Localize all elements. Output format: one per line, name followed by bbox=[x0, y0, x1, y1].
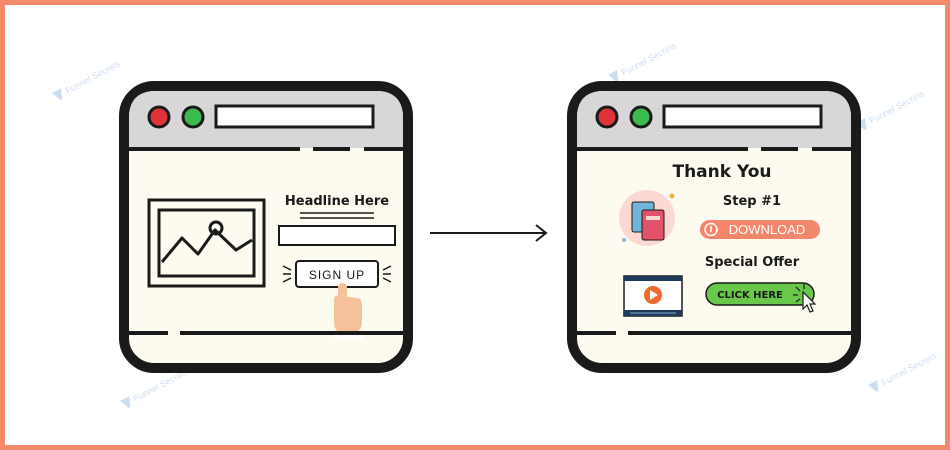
watermark-text: Funnel Secrets bbox=[868, 88, 927, 125]
watermark-logo-icon bbox=[608, 70, 619, 82]
download-button-label: DOWNLOAD bbox=[729, 222, 806, 237]
watermark-logo-icon bbox=[856, 118, 867, 130]
watermark-bottom-right: Funnel Secrets bbox=[868, 350, 939, 392]
watermark-top-middle: Funnel Secrets bbox=[608, 40, 679, 82]
click-spark-icon bbox=[282, 265, 392, 283]
ebook-icon bbox=[619, 190, 675, 246]
image-placeholder-icon bbox=[147, 198, 266, 288]
step-label: Step #1 bbox=[723, 194, 781, 209]
watermark-text: Funnel Secrets bbox=[620, 40, 679, 77]
watermark-top-left: Funnel Secrets bbox=[52, 58, 123, 100]
watermark-logo-icon bbox=[120, 396, 131, 408]
watermark-logo-icon bbox=[868, 380, 879, 392]
close-dot-icon[interactable] bbox=[147, 105, 171, 129]
thank-you-window: Thank You Step #1 DOWNLOAD Special Offer bbox=[567, 81, 861, 373]
watermark-text: Funnel Secrets bbox=[880, 350, 939, 387]
close-dot-icon[interactable] bbox=[595, 105, 619, 129]
click-here-button[interactable]: CLICK HERE bbox=[705, 282, 815, 306]
signup-button[interactable]: SIGN UP bbox=[295, 260, 379, 288]
address-bar[interactable] bbox=[662, 104, 823, 129]
maximize-dot-icon[interactable] bbox=[629, 105, 653, 129]
headline-text: Headline Here bbox=[285, 194, 389, 209]
video-player-icon bbox=[623, 275, 683, 317]
flow-arrow-icon bbox=[430, 224, 548, 242]
watermark-text: Funnel Secrets bbox=[64, 58, 123, 95]
click-spark-icon bbox=[793, 284, 805, 303]
download-button[interactable]: DOWNLOAD bbox=[700, 220, 820, 239]
watermark-right: Funnel Secrets bbox=[856, 88, 927, 130]
watermark-logo-icon bbox=[52, 88, 63, 100]
download-icon bbox=[704, 222, 718, 237]
landing-page-window: Headline Here SIGN UP bbox=[119, 81, 413, 373]
click-here-button-label: CLICK HERE bbox=[717, 290, 783, 301]
maximize-dot-icon[interactable] bbox=[181, 105, 205, 129]
email-input[interactable] bbox=[278, 225, 396, 246]
mouse-cursor-icon bbox=[802, 290, 817, 313]
signup-button-label: SIGN UP bbox=[309, 268, 365, 282]
address-bar[interactable] bbox=[214, 104, 375, 129]
special-offer-label: Special Offer bbox=[705, 255, 800, 270]
thank-you-title: Thank You bbox=[672, 162, 771, 182]
